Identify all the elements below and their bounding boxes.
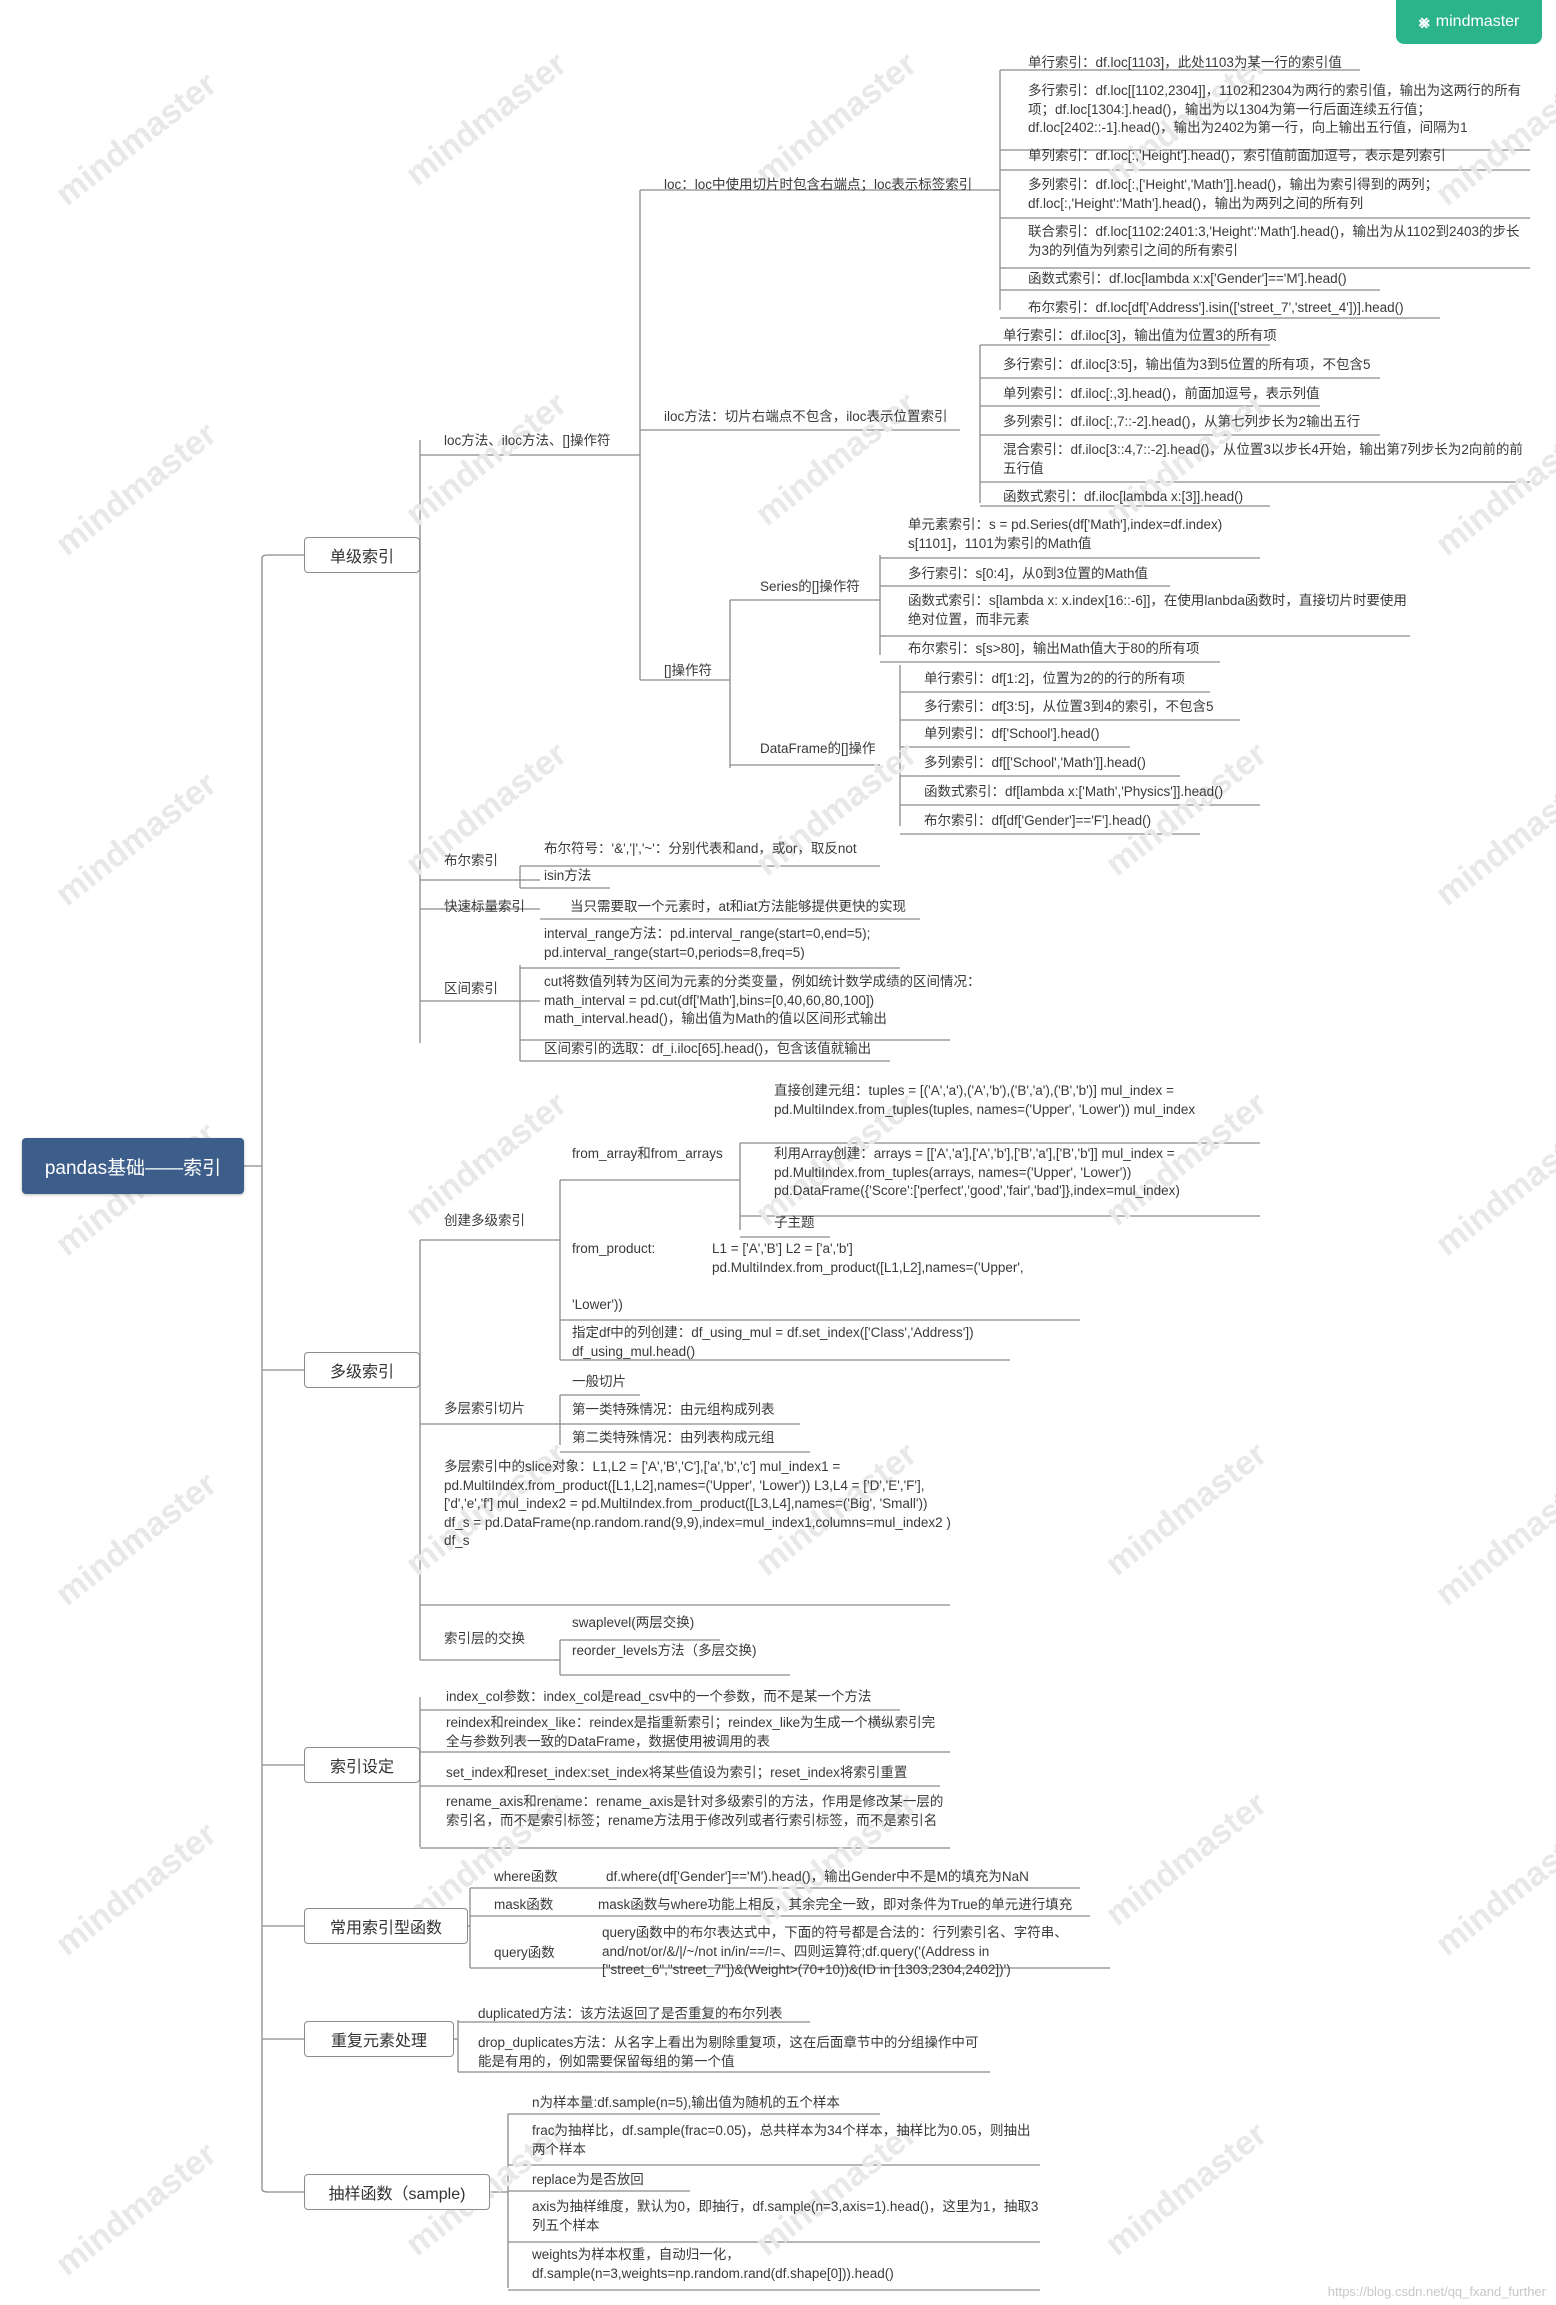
fast-item[interactable]: 当只需要取一个元素时，at和iat方法能够提供更快的实现 [570, 899, 907, 914]
series-item[interactable]: 多行索引：s[0:4]，从0到3位置的Math值 [908, 566, 1149, 581]
branch-index-setting[interactable]: 索引设定 [304, 1747, 420, 1783]
interval-item[interactable]: 区间索引的选取：df_i.iloc[65].head()，包含该值就输出 [544, 1041, 872, 1056]
topic-create-multiindex[interactable]: 创建多级索引 [444, 1213, 525, 1228]
iloc-item[interactable]: 函数式索引：df.iloc[lambda x:[3]].head() [1003, 489, 1244, 504]
loc-item[interactable]: 多列索引：df.loc[:,['Height','Math']].head()，… [1028, 177, 1439, 211]
sample-item[interactable]: replace为是否放回 [532, 2172, 644, 2187]
mindmaster-logo-icon: ⨳ [1418, 11, 1430, 32]
sample-item[interactable]: axis为抽样维度，默认为0，即抽行，df.sample(n=3,axis=1)… [532, 2199, 1039, 2233]
iloc-item[interactable]: 混合索引：df.iloc[3::4,7::-2].head()，从位置3以步长4… [1003, 442, 1523, 476]
sample-item[interactable]: frac为抽样比，df.sample(frac=0.05)，总共样本为34个样本… [532, 2123, 1031, 2157]
loc-item[interactable]: 多行索引：df.loc[[1102,2304]]，1102和2304为两行的索引… [1028, 83, 1522, 135]
topic-query[interactable]: query函数 [494, 1945, 555, 1960]
footer-url: https://blog.csdn.net/qq_fxand_further [1327, 2284, 1546, 2299]
iloc-item[interactable]: 多列索引：df.iloc[:,7::-2].head()，从第七列步长为2输出五… [1003, 414, 1361, 429]
sample-item[interactable]: weights为样本权重，自动归一化，df.sample(n=3,weights… [532, 2247, 894, 2281]
loc-item[interactable]: 布尔索引：df.loc[df['Address'].isin(['street_… [1028, 300, 1404, 315]
where-desc[interactable]: df.where(df['Gender']=='M').head()，输出Gen… [606, 1869, 1029, 1884]
iloc-item[interactable]: 单行索引：df.iloc[3]，输出值为位置3的所有项 [1003, 328, 1277, 343]
slice-object[interactable]: 多层索引中的slice对象：L1,L2 = ['A','B','C'],['a'… [444, 1459, 951, 1548]
topic-swap-level[interactable]: 索引层的交换 [444, 1631, 525, 1646]
series-item[interactable]: 布尔索引：s[s>80]，输出Math值大于80的所有项 [908, 641, 1200, 656]
topic-iloc[interactable]: iloc方法：切片右端点不包含，iloc表示位置索引 [664, 409, 948, 424]
loc-item[interactable]: 单列索引：df.loc[:,'Height'].head()，索引值前面加逗号，… [1028, 148, 1446, 163]
loc-item[interactable]: 函数式索引：df.loc[lambda x:x['Gender']=='M'].… [1028, 271, 1347, 286]
topic-loc-iloc-bracket[interactable]: loc方法、iloc方法、[]操作符 [444, 433, 611, 448]
dataframe-item[interactable]: 单行索引：df[1:2]，位置为2的的行的所有项 [924, 671, 1186, 686]
topic-where[interactable]: where函数 [494, 1869, 558, 1884]
from-arrays-item[interactable]: 子主题 [774, 1215, 815, 1230]
set-index-create[interactable]: 指定df中的列创建：df_using_mul = df.set_index(['… [572, 1325, 974, 1359]
brand-label: mindmaster [1435, 13, 1520, 30]
loc-item[interactable]: 单行索引：df.loc[1103]，此处1103为某一行的索引值 [1028, 55, 1342, 70]
topic-from-arrays[interactable]: from_array和from_arrays [572, 1146, 723, 1161]
topic-mask[interactable]: mask函数 [494, 1897, 554, 1912]
query-desc[interactable]: query函数中的布尔表达式中，下面的符号都是合法的：行列索引名、字符串、and… [602, 1925, 1068, 1977]
dataframe-item[interactable]: 多行索引：df[3:5]，从位置3到4的索引，不包含5 [924, 699, 1214, 714]
branch-common-index-functions[interactable]: 常用索引型函数 [304, 1908, 468, 1944]
setting-item[interactable]: set_index和reset_index:set_index将某些值设为索引；… [446, 1765, 908, 1780]
setting-item[interactable]: reindex和reindex_like：reindex是指重新索引；reind… [446, 1715, 936, 1749]
slice-item[interactable]: 第二类特殊情况：由列表构成元组 [572, 1430, 775, 1445]
swap-item[interactable]: reorder_levels方法（多层交换) [572, 1643, 757, 1658]
from-arrays-item[interactable]: 利用Array创建：arrays = [['A','a'],['A','b'],… [774, 1146, 1180, 1198]
from-arrays-item[interactable]: 直接创建元组：tuples = [('A','a'),('A','b'),('B… [774, 1083, 1196, 1117]
iloc-item[interactable]: 多行索引：df.iloc[3:5]，输出值为3到5位置的所有项，不包含5 [1003, 357, 1371, 372]
topic-bool-index[interactable]: 布尔索引 [444, 853, 498, 868]
mask-desc[interactable]: mask函数与where功能上相反，其余完全一致，即对条件为True的单元进行填… [598, 1897, 1073, 1912]
topic-bracket-operator[interactable]: []操作符 [664, 663, 713, 678]
topic-loc[interactable]: loc：loc中使用切片时包含右端点；loc表示标签索引 [664, 177, 973, 192]
dataframe-item[interactable]: 函数式索引：df[lambda x:['Math','Physics']].he… [924, 784, 1224, 799]
dataframe-item[interactable]: 多列索引：df[['School','Math']].head() [924, 755, 1146, 770]
series-item[interactable]: 单元素索引：s = pd.Series(df['Math'],index=df.… [908, 517, 1223, 551]
dataframe-item[interactable]: 布尔索引：df[df['Gender']=='F'].head() [924, 813, 1152, 828]
from-product-code[interactable]: L1 = ['A','B'] L2 = ['a','b'] pd.MultiIn… [712, 1241, 1024, 1275]
sample-item[interactable]: n为样本量:df.sample(n=5),输出值为随机的五个样本 [532, 2095, 840, 2110]
dup-item[interactable]: drop_duplicates方法：从名字上看出为剔除重复项，这在后面章节中的分… [478, 2035, 979, 2069]
topic-series-bracket[interactable]: Series的[]操作符 [760, 579, 860, 594]
interval-item[interactable]: cut将数值列转为区间为元素的分类变量，例如统计数学成绩的区间情况：math_i… [544, 974, 981, 1026]
bool-item[interactable]: isin方法 [544, 868, 592, 883]
setting-item[interactable]: rename_axis和rename：rename_axis是针对多级索引的方法… [446, 1794, 944, 1828]
branch-single-index[interactable]: 单级索引 [304, 537, 420, 573]
swap-item[interactable]: swaplevel(两层交换) [572, 1615, 695, 1630]
branch-sample-function[interactable]: 抽样函数（sample) [304, 2174, 490, 2210]
topic-multi-slice[interactable]: 多层索引切片 [444, 1401, 525, 1416]
mindmaster-badge[interactable]: ⨳ mindmaster [1396, 0, 1542, 44]
setting-item[interactable]: index_col参数：index_col是read_csv中的一个参数，而不是… [446, 1689, 872, 1704]
topic-interval-index[interactable]: 区间索引 [444, 981, 498, 996]
dup-item[interactable]: duplicated方法：该方法返回了是否重复的布尔列表 [478, 2006, 783, 2021]
branch-multi-index[interactable]: 多级索引 [304, 1352, 420, 1388]
slice-item[interactable]: 一般切片 [572, 1374, 626, 1389]
series-item[interactable]: 函数式索引：s[lambda x: x.index[16::-6]]，在使用la… [908, 593, 1407, 627]
iloc-item[interactable]: 单列索引：df.iloc[:,3].head()，前面加逗号，表示列值 [1003, 386, 1320, 401]
branch-duplicate-handling[interactable]: 重复元素处理 [304, 2021, 454, 2057]
topic-dataframe-bracket[interactable]: DataFrame的[]操作 [760, 741, 876, 756]
topic-from-product[interactable]: from_product: [572, 1241, 656, 1256]
from-product-tail[interactable]: 'Lower')) [572, 1297, 623, 1312]
bool-item[interactable]: 布尔符号：'&','|','~'：分别代表和and，或or，取反not [544, 841, 857, 856]
root-topic[interactable]: pandas基础——索引 [22, 1138, 244, 1194]
topic-fast-scalar-index[interactable]: 快速标量索引 [444, 899, 525, 914]
interval-item[interactable]: interval_range方法：pd.interval_range(start… [544, 926, 871, 960]
loc-item[interactable]: 联合索引：df.loc[1102:2401:3,'Height':'Math']… [1028, 224, 1520, 258]
slice-item[interactable]: 第一类特殊情况：由元组构成列表 [572, 1402, 775, 1417]
dataframe-item[interactable]: 单列索引：df['School'].head() [924, 726, 1100, 741]
